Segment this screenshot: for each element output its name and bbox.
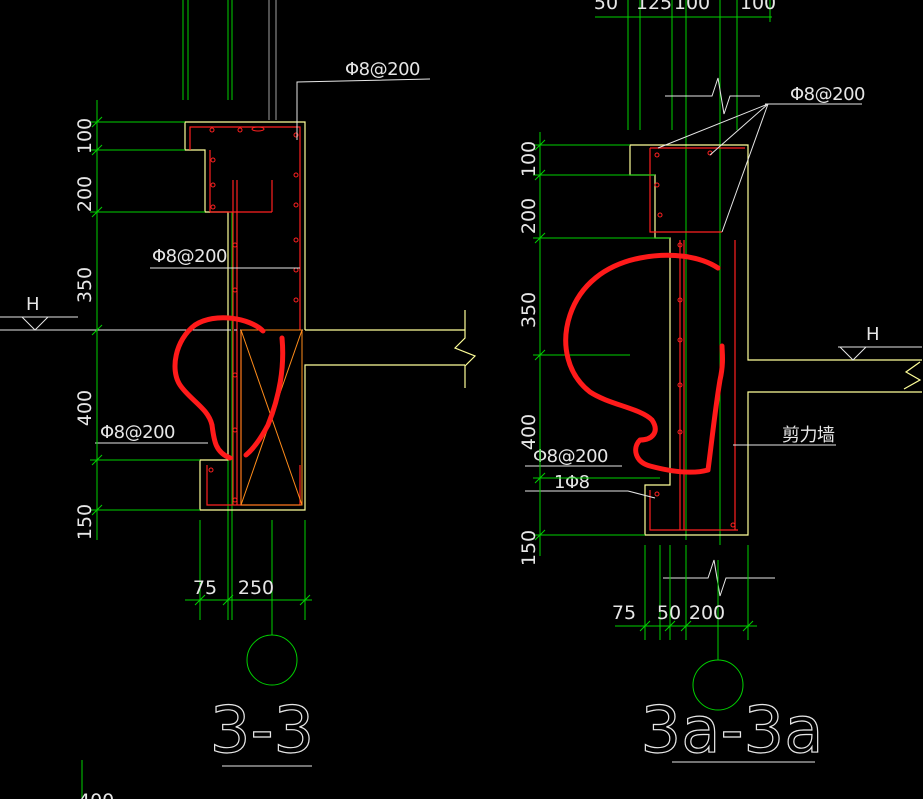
markup-stroke-left <box>243 335 286 458</box>
dim-label: 200 <box>689 602 725 624</box>
vertical-dimensions-right: 100 200 350 400 150 <box>518 132 670 566</box>
section-title-right: 3a-3a <box>641 694 824 768</box>
dim-label: 75 <box>193 577 217 599</box>
dim-label: 350 <box>518 292 540 328</box>
bottom-dimensions-left: 75 250 <box>185 520 312 620</box>
markup-loop-left <box>172 315 266 461</box>
leader-top-left <box>296 78 431 140</box>
dim-label: 400 <box>74 390 96 426</box>
rebar-label-bar-right: 1Φ8 <box>554 472 590 493</box>
rebar-label-low-right: Φ8@200 <box>533 446 608 467</box>
rebar-label-top-right: Φ8@200 <box>790 84 865 105</box>
axis-bubble-left <box>246 634 298 686</box>
dim-label: 350 <box>74 267 96 303</box>
break-symbol-bottom-right <box>663 559 775 597</box>
dim-label: 75 <box>612 602 636 624</box>
rebar-label-mid-left: Φ8@200 <box>152 246 227 267</box>
leaders-top-right <box>657 103 862 233</box>
dim-label: 125 <box>636 0 672 14</box>
break-symbol-right <box>903 361 922 390</box>
fragment-dim-label: 400 <box>78 790 114 799</box>
level-label-right: H <box>866 324 879 345</box>
dim-label: 150 <box>74 504 96 540</box>
section-3a-3a: 50 125 100 100 <box>518 0 922 769</box>
markup-loop-right <box>563 252 725 475</box>
leader-bar-tip-right <box>627 490 656 499</box>
level-marker-right: H <box>838 324 922 361</box>
dim-label: 200 <box>518 198 540 234</box>
rebar-right <box>649 147 745 531</box>
section-title-left: 3-3 <box>210 694 315 768</box>
dim-label: 100 <box>518 141 540 177</box>
dim-label: 50 <box>657 602 681 624</box>
dim-label: 100 <box>74 118 96 154</box>
section-3-3: Φ8@200 Φ8@200 Φ8@200 H 100 200 <box>0 0 477 769</box>
dim-label: 400 <box>518 414 540 450</box>
dim-label: 250 <box>238 577 274 599</box>
dim-label: 100 <box>740 0 776 14</box>
vertical-dimensions-left: 100 200 350 400 150 <box>74 100 205 540</box>
dim-label: 150 <box>518 530 540 566</box>
rebar-label-top-left: Φ8@200 <box>345 59 420 80</box>
rebar-label-low-left: Φ8@200 <box>100 422 175 443</box>
break-symbol-top-right <box>665 77 760 115</box>
level-label-left: H <box>26 294 39 315</box>
axis-bubble-right <box>692 659 744 711</box>
dim-label: 200 <box>74 176 96 212</box>
fragment-bottom-left: 400 <box>78 760 114 799</box>
dim-label: 100 <box>674 0 710 14</box>
shear-wall-label: 剪力墙 <box>782 425 835 446</box>
bottom-dimensions-right: 75 50 200 <box>612 545 757 660</box>
rebar-left <box>189 126 305 506</box>
dim-label: 50 <box>594 0 618 14</box>
break-symbol-left <box>453 310 477 388</box>
